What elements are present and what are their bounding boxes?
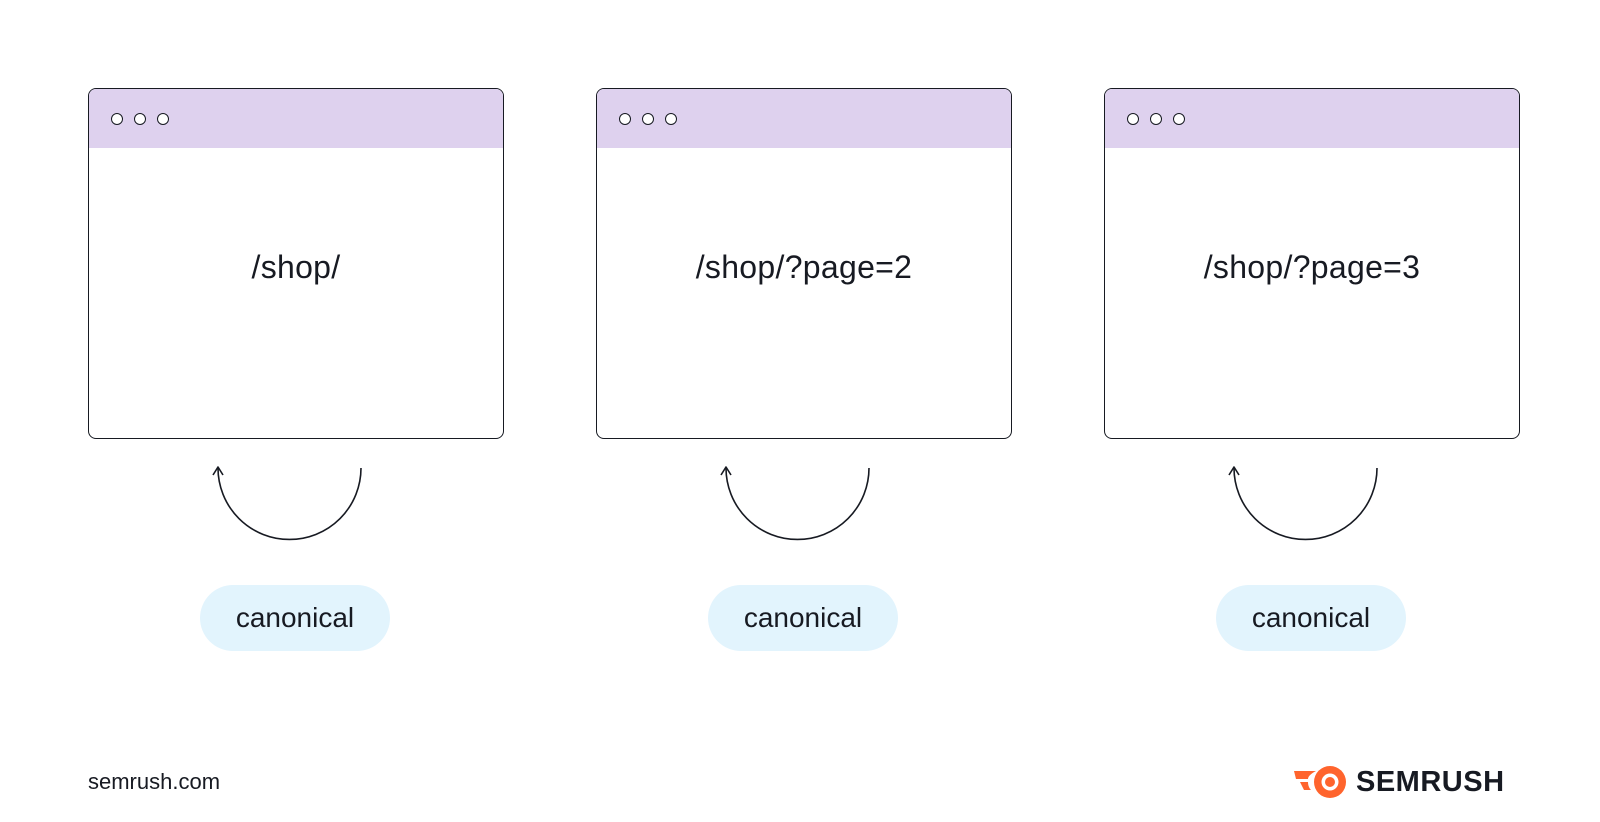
browser-titlebar [89,89,503,148]
browser-titlebar [1105,89,1519,148]
window-dot-icon [619,113,631,125]
window-dot-icon [157,113,169,125]
window-dot-icon [1127,113,1139,125]
curved-arrow-icon [212,466,362,541]
panel-page-2: /shop/?page=2 canonical [596,88,1012,651]
curved-arrow-icon [720,466,870,541]
panel-page-1: /shop/ canonical [88,88,504,651]
semrush-logo: SEMRUSH [1292,764,1505,800]
browser-window: /shop/?page=3 [1104,88,1520,439]
canonical-label: canonical [200,585,390,651]
footer-domain: semrush.com [88,769,221,794]
canonical-label: canonical [1216,585,1406,651]
semrush-logo-icon [1294,766,1346,798]
window-dot-icon [665,113,677,125]
window-dot-icon [642,113,654,125]
browser-window: /shop/?page=2 [596,88,1012,439]
page-url: /shop/ [251,249,341,285]
page-url: /shop/?page=3 [1203,249,1421,285]
window-dot-icon [134,113,146,125]
page-url: /shop/?page=2 [695,249,913,285]
brand-wordmark: SEMRUSH [1356,766,1505,798]
window-dot-icon [111,113,123,125]
curved-arrow-icon [1228,466,1378,541]
canonical-label: canonical [708,585,898,651]
window-dot-icon [1173,113,1185,125]
window-dot-icon [1150,113,1162,125]
browser-window: /shop/ [88,88,504,439]
browser-titlebar [597,89,1011,148]
panel-page-3: /shop/?page=3 canonical [1104,88,1520,651]
